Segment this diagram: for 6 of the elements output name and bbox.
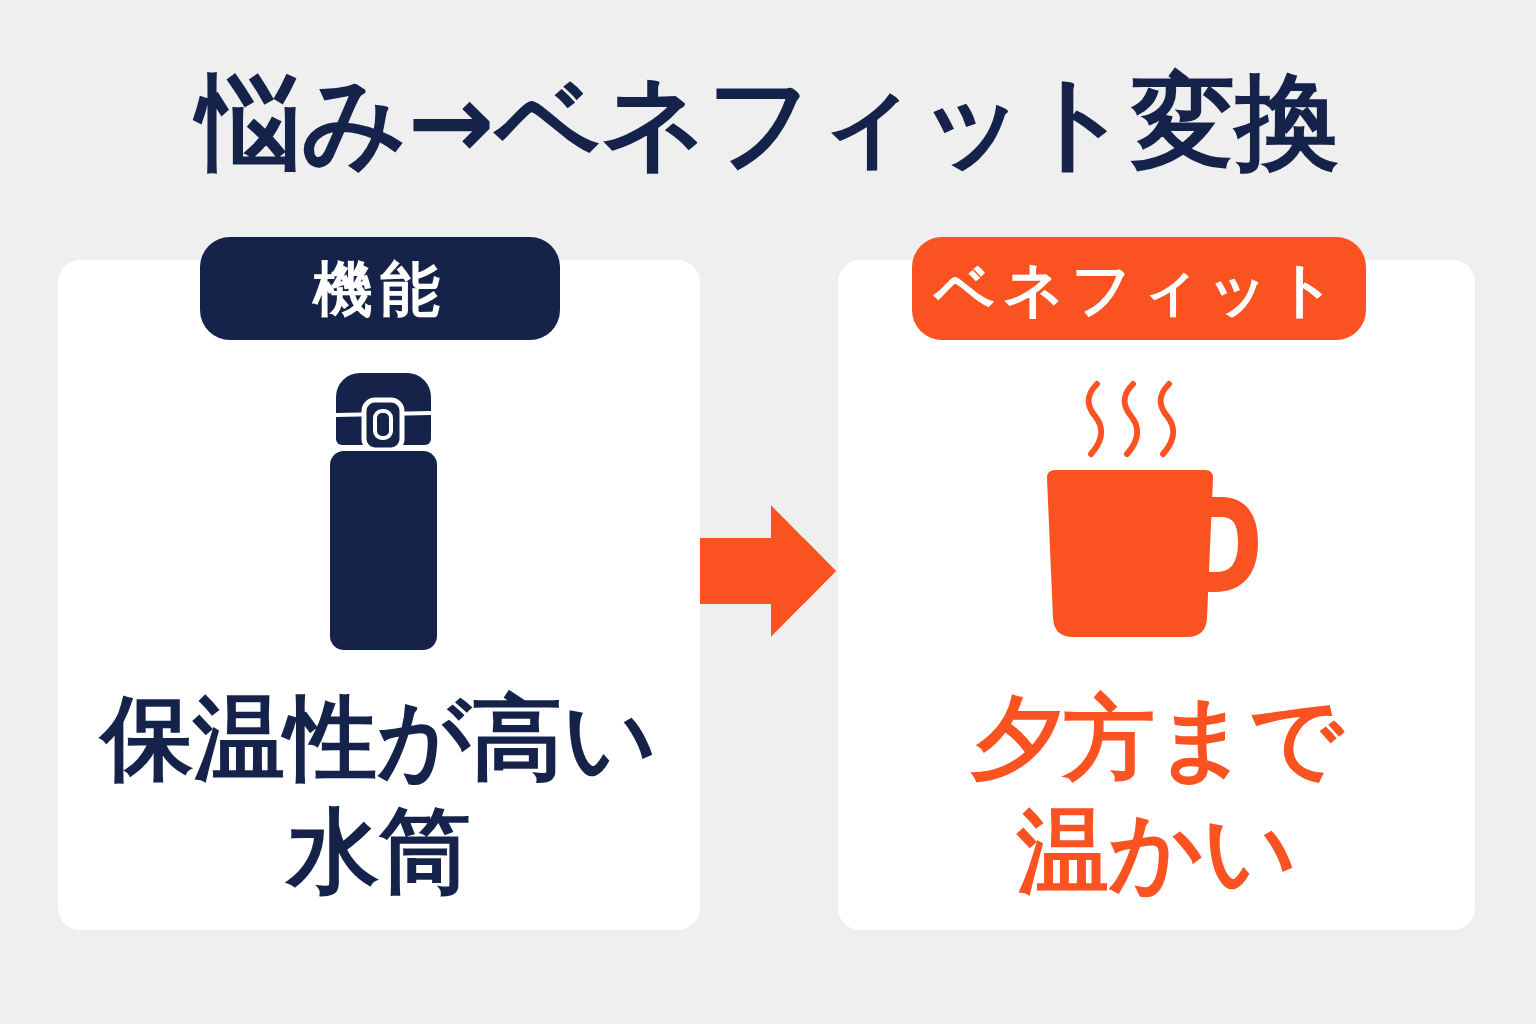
card-text: 夕方まで温かい [969,684,1346,907]
card-text: 保温性が高い水筒 [84,682,674,908]
title: 悩み→ベネフィット変換 [0,52,1536,192]
heading-tab: 機能 [200,237,560,340]
block-arrow [700,505,836,637]
heading-tab: ベネフィット [912,237,1366,340]
